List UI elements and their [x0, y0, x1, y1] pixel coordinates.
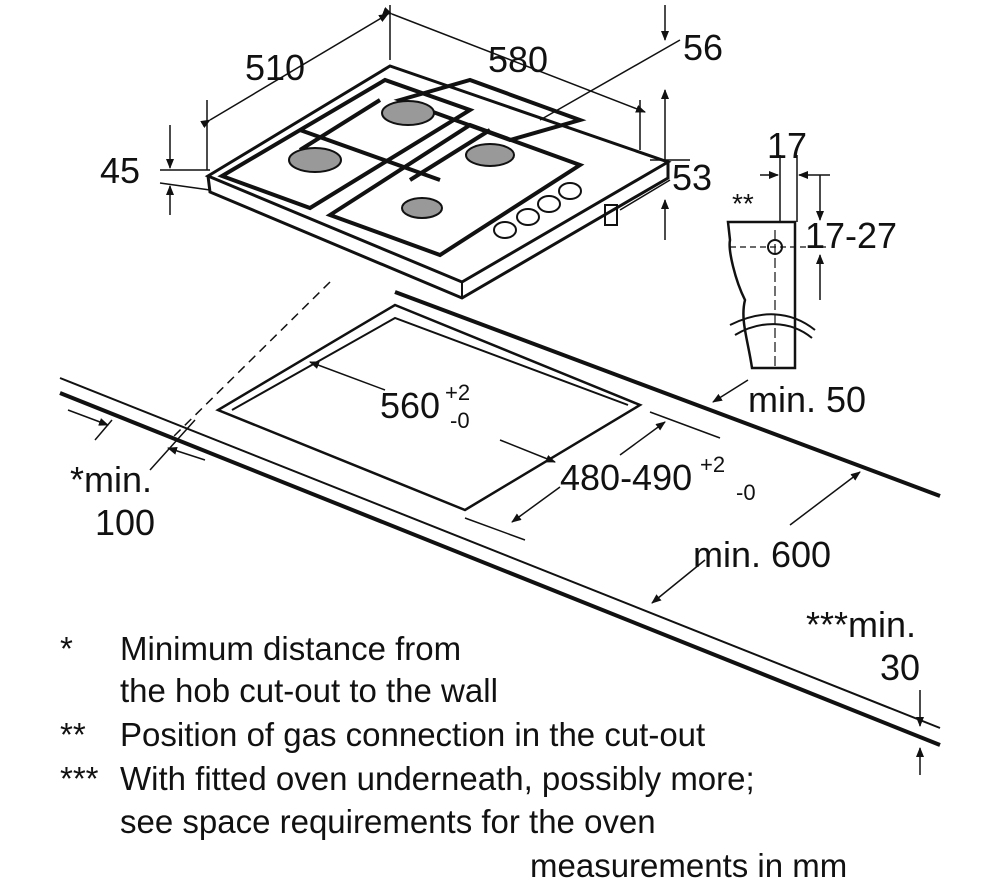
- dim-510: 510: [245, 47, 305, 88]
- dim-480-490: 480-490: [560, 457, 692, 498]
- dim-min-50: min. 50: [748, 379, 866, 420]
- hob-drawing: [204, 64, 672, 300]
- dim-min-30-line2: 30: [880, 647, 920, 688]
- legend-text-1b: the hob cut-out to the wall: [120, 672, 498, 709]
- legend-mark-2: **: [60, 716, 86, 753]
- dim-560-tol-minus: -0: [450, 408, 470, 433]
- dim-min-600: min. 600: [693, 534, 831, 575]
- legend-text-2: Position of gas connection in the cut-ou…: [120, 716, 705, 753]
- gas-connection-mark: **: [732, 188, 754, 219]
- legend-text-3a: With fitted oven underneath, possibly mo…: [120, 760, 755, 797]
- dim-560: 560: [380, 385, 440, 426]
- dim-53: 53: [672, 157, 712, 198]
- legend-mark-1: *: [60, 630, 73, 667]
- dim-560-tol-plus: +2: [445, 380, 470, 405]
- dim-min-100-line2: 100: [95, 502, 155, 543]
- dim-480-490-tol-plus: +2: [700, 452, 725, 477]
- legend-text-1a: Minimum distance from: [120, 630, 461, 667]
- dim-min-30-line1: ***min.: [806, 604, 916, 645]
- dim-17: 17: [767, 125, 807, 166]
- units-note: measurements in mm: [530, 847, 847, 884]
- worktop-profile: [726, 155, 830, 370]
- dim-17-27: 17-27: [805, 215, 897, 256]
- worktop-drawing: [59, 281, 941, 747]
- dim-480-490-tol-minus: -0: [736, 480, 756, 505]
- dim-56: 56: [683, 27, 723, 68]
- dim-45: 45: [100, 150, 140, 191]
- legend: * Minimum distance from the hob cut-out …: [60, 630, 847, 884]
- dim-min-100-line1: *min.: [70, 459, 152, 500]
- dim-580: 580: [488, 39, 548, 80]
- legend-mark-3: ***: [60, 760, 99, 797]
- legend-text-3b: see space requirements for the oven: [120, 803, 656, 840]
